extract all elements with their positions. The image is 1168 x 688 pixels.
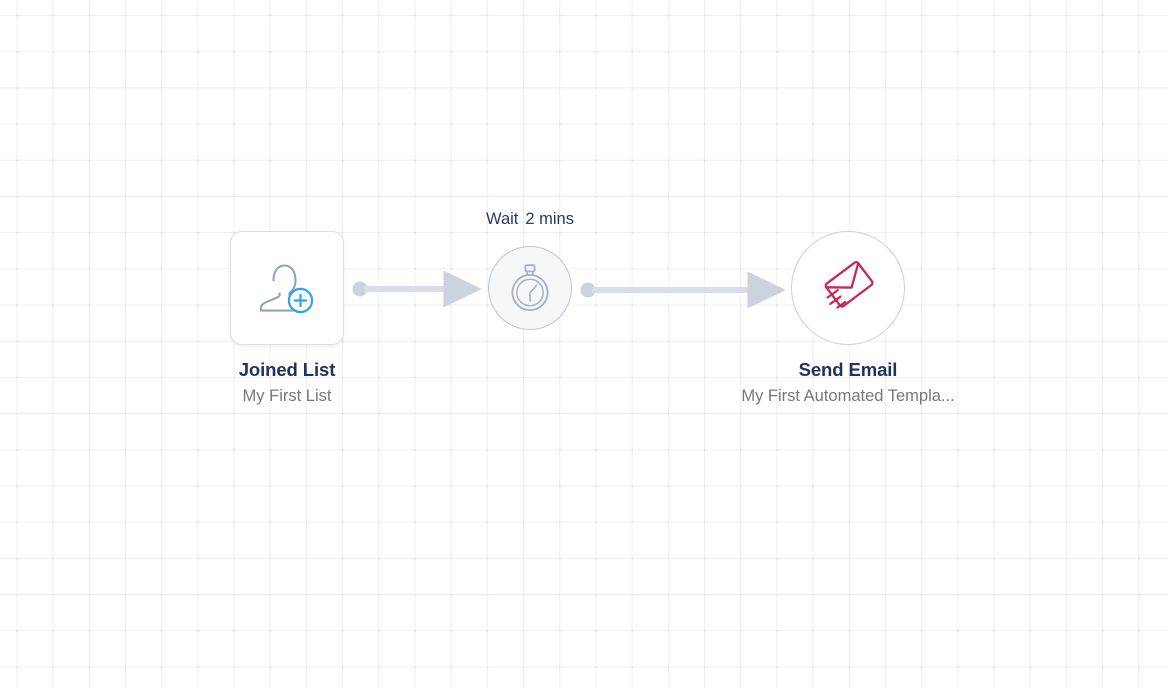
send-email-node-title: Send Email (798, 359, 898, 380)
wait-caption-label: Wait (486, 210, 519, 228)
wait-node-shape[interactable] (488, 246, 572, 330)
send-email-node-shape[interactable] (791, 231, 905, 345)
joined-list-node-shape[interactable] (230, 231, 344, 345)
send-email-node-subtitle: My First Automated Templa... (741, 387, 955, 406)
workflow-node-wait[interactable]: Wait 2 mins (486, 210, 574, 344)
joined-list-node-title: Joined List (238, 359, 336, 380)
user-add-icon (259, 264, 314, 314)
flying-envelope-icon (824, 260, 874, 309)
connector-wait-to-send-email[interactable] (580, 271, 786, 309)
workflow-node-send-email[interactable]: Send Email My First Automated Templa... (741, 231, 955, 407)
stopwatch-icon (511, 264, 549, 312)
joined-list-node-subtitle: My First List (242, 387, 332, 406)
connector-joined-list-to-wait[interactable] (352, 270, 482, 308)
workflow-node-joined-list[interactable]: Joined List My First List (230, 231, 344, 407)
wait-caption-value: 2 mins (525, 210, 574, 228)
wait-caption: Wait 2 mins (486, 210, 574, 230)
